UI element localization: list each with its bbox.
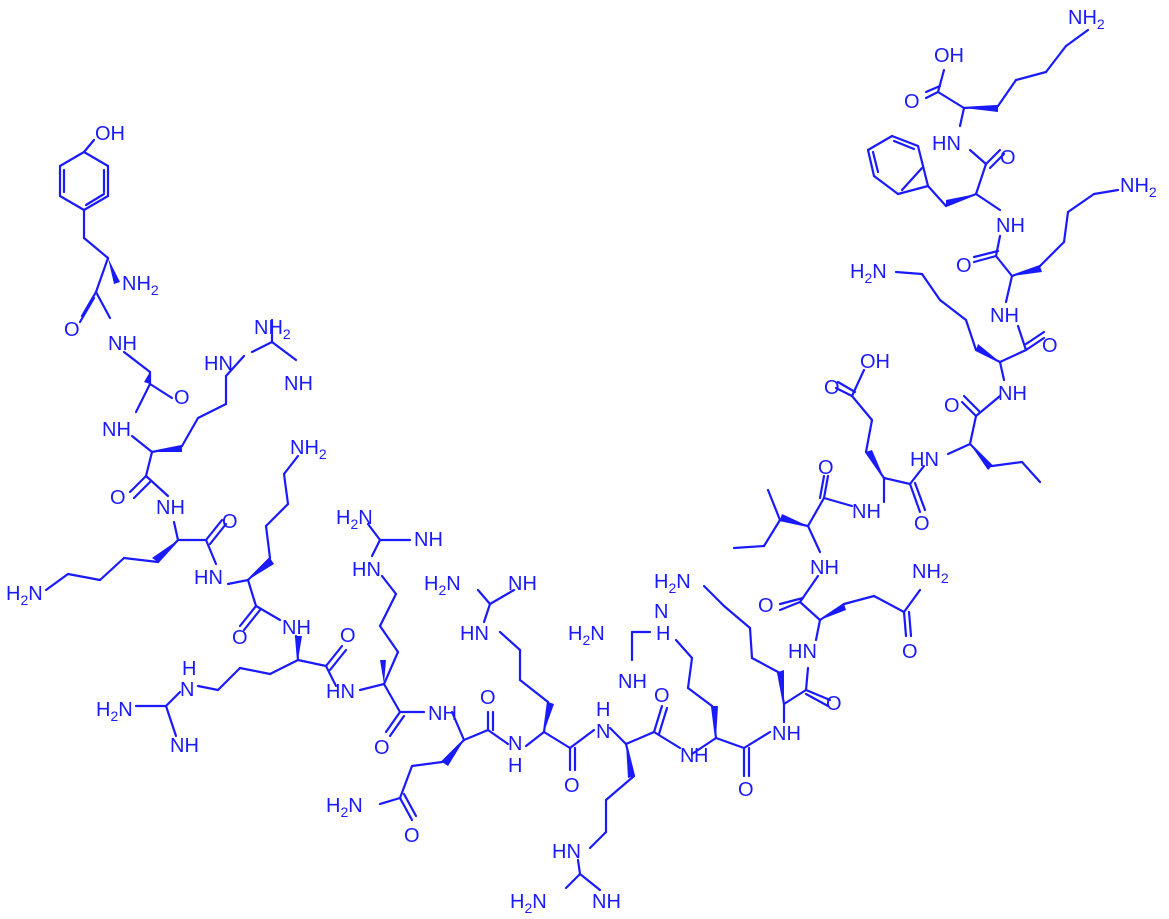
lys5-nh2: NH2 bbox=[1120, 175, 1157, 200]
phe-o: O bbox=[1000, 147, 1016, 169]
arg6-bb-n: N bbox=[680, 745, 694, 767]
lys3-h2n: H2N bbox=[654, 571, 691, 596]
gln1-nh: NH bbox=[428, 703, 457, 725]
lys2-nh2: NH2 bbox=[290, 437, 327, 462]
lys1-h2n: H2N bbox=[6, 583, 43, 608]
arg5-h2n: H2N bbox=[510, 891, 547, 916]
gly-o: O bbox=[174, 387, 190, 409]
gln1-h2n: H2N bbox=[326, 795, 363, 820]
lys6-nh2: NH2 bbox=[1068, 7, 1105, 32]
arg3-hn: HN bbox=[352, 559, 381, 581]
ile1-nh: NH bbox=[810, 557, 839, 579]
lys2-o: O bbox=[232, 627, 248, 649]
stereo-wedges bbox=[108, 106, 1042, 778]
tyr-oh: OH bbox=[95, 123, 125, 145]
arg2-h2n: H2N bbox=[96, 699, 133, 724]
atom-labels: OH NH2 O NH O NH HN NH2 NH O NH H2N O HN… bbox=[6, 7, 1157, 916]
arg2-o: O bbox=[340, 625, 356, 647]
arg4-nh-imine: NH bbox=[508, 573, 537, 595]
arg6-h2n: H2N bbox=[568, 623, 605, 648]
arg1-nh-imine: NH bbox=[284, 373, 313, 395]
lys1-nh: NH bbox=[156, 497, 185, 519]
glu-o: O bbox=[914, 513, 930, 535]
arg2-n: N bbox=[180, 679, 194, 701]
arg6-n: N bbox=[654, 601, 668, 623]
arg4-n: N bbox=[508, 733, 522, 755]
arg6-h: H bbox=[656, 623, 670, 645]
arg1-o: O bbox=[110, 487, 126, 509]
arg2-hn-top: H bbox=[182, 658, 196, 680]
arg5-nh-imine: NH bbox=[592, 891, 621, 913]
arg6-nh-imine: NH bbox=[618, 671, 647, 693]
arg3-o: O bbox=[374, 737, 390, 759]
arg3-hn-bb: HN bbox=[326, 681, 355, 703]
lys2-hn: HN bbox=[194, 567, 223, 589]
lys6-oh: OH bbox=[934, 45, 964, 67]
gln1-o: O bbox=[480, 687, 496, 709]
bonds bbox=[44, 28, 1120, 892]
arg1-nh2: NH2 bbox=[254, 317, 291, 342]
arg5-o: O bbox=[654, 685, 670, 707]
gln2-hn: HN bbox=[788, 641, 817, 663]
arg3-nh-imine: NH bbox=[414, 529, 443, 551]
arg5-hn: HN bbox=[552, 841, 581, 863]
tyr-o: O bbox=[64, 319, 80, 341]
ile2-hn: HN bbox=[910, 449, 939, 471]
arg1-hn: HN bbox=[204, 353, 233, 375]
arg4-hn: HN bbox=[460, 623, 489, 645]
ile1-o: O bbox=[818, 457, 834, 479]
lys3-o: O bbox=[826, 693, 842, 715]
lys6-o: O bbox=[904, 91, 920, 113]
gln2-o: O bbox=[758, 595, 774, 617]
glu-nh: NH bbox=[852, 501, 881, 523]
arg4-o: O bbox=[564, 775, 580, 797]
arg6-o: O bbox=[738, 779, 754, 801]
glu-oh: OH bbox=[860, 351, 890, 373]
lys5-o: O bbox=[956, 255, 972, 277]
arg4-h2n: H2N bbox=[424, 573, 461, 598]
arg1-nh: NH bbox=[102, 419, 131, 441]
lys4-h2n: H2N bbox=[850, 261, 887, 286]
arg4-h: H bbox=[508, 755, 522, 777]
arg5-h: H bbox=[596, 699, 610, 721]
glu-acid-o: O bbox=[824, 377, 840, 399]
ile2-o: O bbox=[944, 395, 960, 417]
lys5-nh: NH bbox=[990, 305, 1019, 327]
arg6-bb-h: H bbox=[694, 745, 708, 767]
lys4-o: O bbox=[1042, 335, 1058, 357]
lys4-nh: NH bbox=[998, 383, 1027, 405]
gly-nh: NH bbox=[108, 333, 137, 355]
lys6-hn: HN bbox=[932, 133, 961, 155]
gln2-o-side: O bbox=[902, 641, 918, 663]
lys3-nh: NH bbox=[772, 723, 801, 745]
arg2-nh: NH bbox=[282, 617, 311, 639]
tyr-nh2: NH2 bbox=[122, 273, 159, 298]
arg3-h2n: H2N bbox=[336, 507, 373, 532]
phe-nh: NH bbox=[996, 215, 1025, 237]
gln2-nh2: NH2 bbox=[912, 561, 949, 586]
arg2-nh: NH bbox=[170, 735, 199, 757]
arg5-n: N bbox=[596, 721, 610, 743]
gln1-o-side: O bbox=[404, 825, 420, 847]
lys1-o: O bbox=[222, 511, 238, 533]
